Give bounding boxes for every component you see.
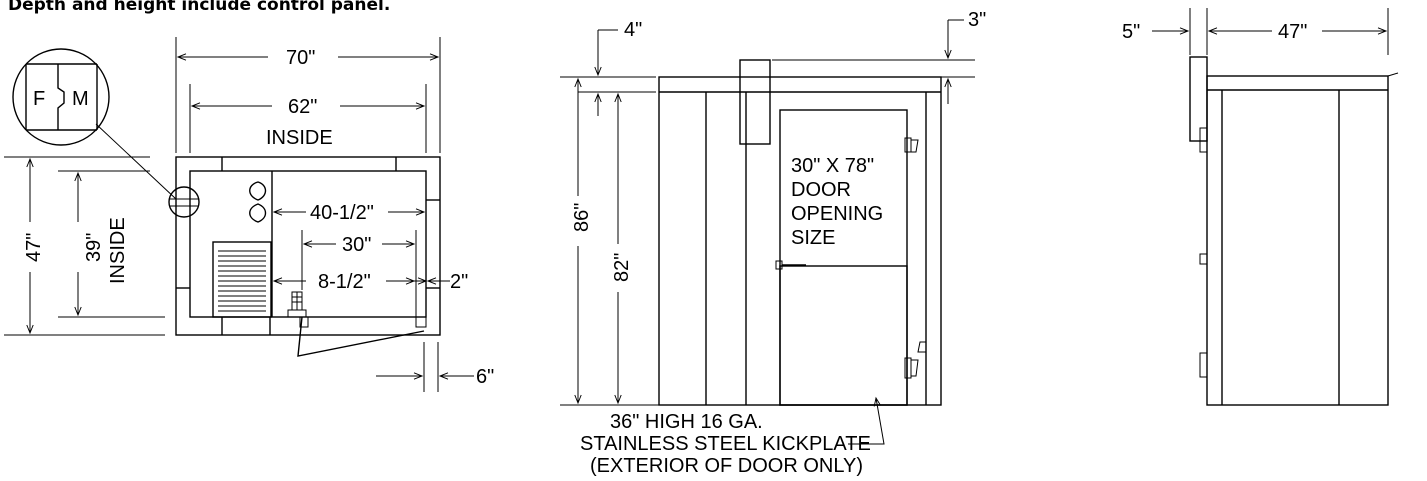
side-body [1206, 75, 1389, 406]
plan-light-fixture-icon [287, 291, 307, 318]
header-note: Depth and height include control panel. [8, 0, 390, 15]
dim-inside-width: 62" [288, 96, 317, 118]
dim-6: 6" [476, 366, 494, 388]
dim-outside-depth: 47" [23, 233, 45, 262]
kickplate-note-2: STAINLESS STEEL KICKPLATE [580, 433, 871, 455]
door-note-2: DOOR [791, 179, 851, 201]
dim-40-half: 40-1/2" [310, 202, 374, 224]
plan-door-swing [297, 316, 425, 357]
front-kickplate [779, 265, 908, 406]
dim-8-half: 8-1/2" [318, 271, 371, 293]
side-hinge-icon [1199, 127, 1208, 378]
joint-label-f: F [33, 88, 45, 110]
dim-inside-depth-note: INSIDE [107, 217, 129, 284]
plan-coil-fins [218, 250, 266, 312]
front-control-box [739, 59, 771, 145]
dim-inside-height: 82" [611, 253, 633, 282]
door-note-1: 30" X 78" [791, 155, 874, 177]
dim-30: 30" [342, 234, 371, 256]
joint-detail: F M [12, 48, 200, 218]
front-view: 30" X 78" DOOR OPENING SIZE 4" 86" 82" 3… [560, 9, 986, 477]
dim-top-panel: 3" [968, 9, 986, 31]
joint-label-m: M [72, 88, 89, 110]
dim-top-clearance: 4" [624, 19, 642, 41]
plan-outer-wall [175, 156, 441, 336]
plan-coil-unit [212, 241, 272, 318]
door-handle-icon [775, 260, 806, 270]
dim-inside-depth: 39" [83, 233, 105, 262]
dim-2: 2" [450, 271, 468, 293]
dim-overall-height: 86" [571, 203, 593, 232]
kickplate-note-1: 36" HIGH 16 GA. [610, 411, 763, 433]
side-view: 5" 47" [1122, 8, 1399, 406]
dim-side-depth: 47" [1278, 21, 1307, 43]
kickplate-leader [848, 396, 885, 445]
dim-panel-offset: 5" [1122, 21, 1140, 43]
door-hinge-icon [904, 137, 926, 379]
door-note-4: SIZE [791, 227, 835, 249]
kickplate-note-3: (EXTERIOR OF DOOR ONLY) [590, 455, 863, 477]
door-note-3: OPENING [791, 203, 883, 225]
dim-outside-width: 70" [286, 47, 315, 69]
plan-view: F M 70" 62" INSIDE 47" 39" INSIDE [4, 37, 494, 392]
dim-inside-width-note: INSIDE [266, 127, 333, 149]
plan-fan-icon [249, 181, 267, 223]
